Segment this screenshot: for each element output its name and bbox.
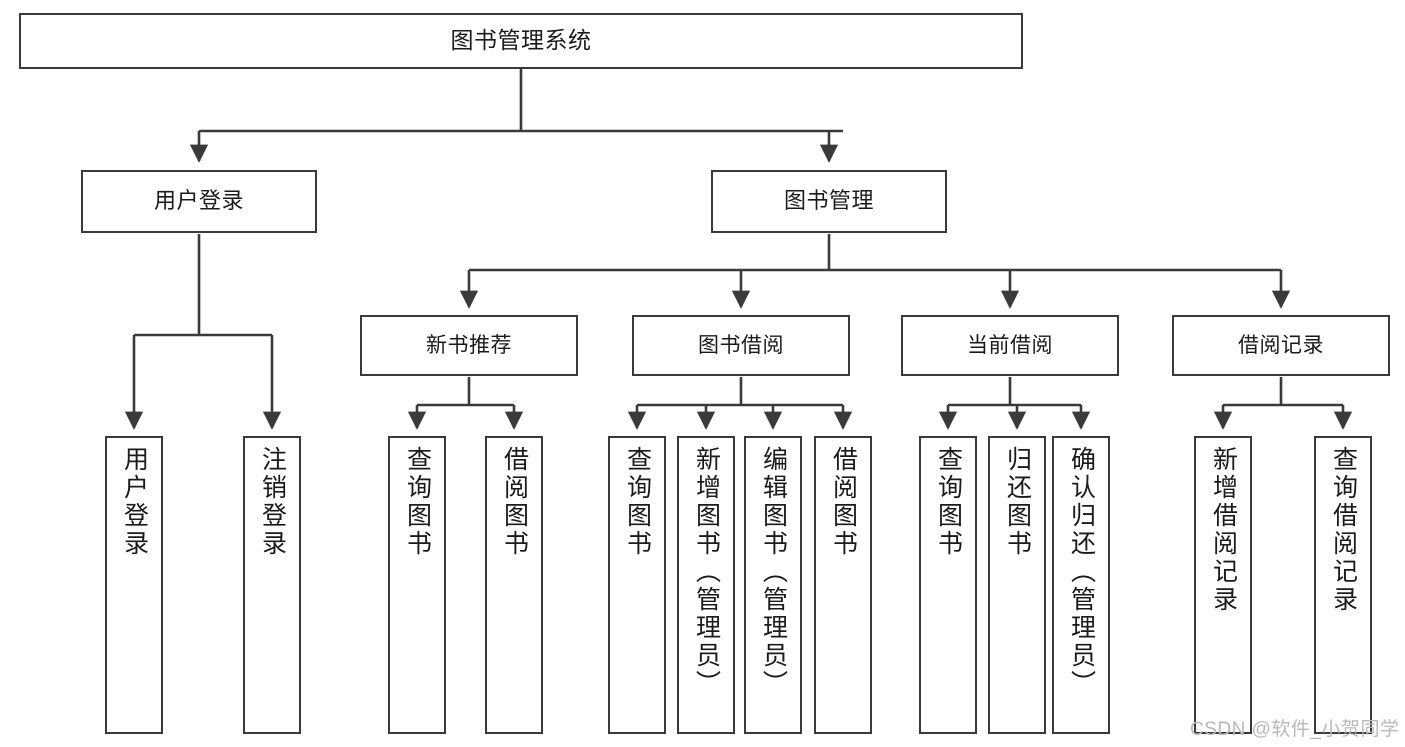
node-current-borrow[interactable]: 当前借阅 <box>901 315 1119 376</box>
node-leaf-borrow-book-2[interactable]: 借阅图书 <box>814 436 872 734</box>
node-label: 借阅图书 <box>500 446 529 558</box>
node-label: 图书管理 <box>783 188 874 214</box>
node-label: 图书管理系统 <box>450 27 592 54</box>
node-leaf-logout-login[interactable]: 注销登录 <box>243 436 301 734</box>
node-root-book-management-system[interactable]: 图书管理系统 <box>19 13 1023 69</box>
node-label: 查询借阅记录 <box>1329 446 1358 614</box>
node-label: 编辑图书（管理员） <box>759 446 788 698</box>
node-label: 归还图书 <box>1003 446 1032 558</box>
node-new-book-recommend[interactable]: 新书推荐 <box>360 315 578 376</box>
node-leaf-edit-book[interactable]: 编辑图书（管理员） <box>744 436 802 734</box>
node-label: 确认归还（管理员） <box>1067 446 1096 698</box>
node-leaf-add-record[interactable]: 新增借阅记录 <box>1194 436 1252 734</box>
node-label: 当前借阅 <box>967 333 1053 357</box>
node-label: 新增借阅记录 <box>1209 446 1238 614</box>
node-label: 注销登录 <box>258 446 287 558</box>
node-book-borrow[interactable]: 图书借阅 <box>632 315 850 376</box>
node-label: 借阅图书 <box>829 446 858 558</box>
node-label: 用户登录 <box>120 446 149 558</box>
node-label: 新增图书（管理员） <box>692 446 721 698</box>
node-label: 查询图书 <box>403 446 432 558</box>
node-label: 图书借阅 <box>698 333 784 357</box>
node-leaf-query-book-3[interactable]: 查询图书 <box>919 436 977 734</box>
node-borrow-record[interactable]: 借阅记录 <box>1172 315 1390 376</box>
node-leaf-return-book[interactable]: 归还图书 <box>988 436 1046 734</box>
node-leaf-query-record[interactable]: 查询借阅记录 <box>1314 436 1372 734</box>
node-book-management[interactable]: 图书管理 <box>711 170 947 233</box>
node-label: 用户登录 <box>153 188 244 214</box>
node-label: 查询图书 <box>623 446 652 558</box>
node-user-login[interactable]: 用户登录 <box>81 170 317 233</box>
watermark: CSDN @软件_小贺同学 <box>1190 719 1400 740</box>
node-leaf-borrow-book-1[interactable]: 借阅图书 <box>485 436 543 734</box>
node-leaf-confirm-return[interactable]: 确认归还（管理员） <box>1052 436 1110 734</box>
node-leaf-add-book[interactable]: 新增图书（管理员） <box>677 436 735 734</box>
node-label: 借阅记录 <box>1238 333 1324 357</box>
node-leaf-user-login[interactable]: 用户登录 <box>105 436 163 734</box>
node-label: 新书推荐 <box>426 333 512 357</box>
node-leaf-query-book-1[interactable]: 查询图书 <box>388 436 446 734</box>
node-leaf-query-book-2[interactable]: 查询图书 <box>608 436 666 734</box>
node-label: 查询图书 <box>934 446 963 558</box>
